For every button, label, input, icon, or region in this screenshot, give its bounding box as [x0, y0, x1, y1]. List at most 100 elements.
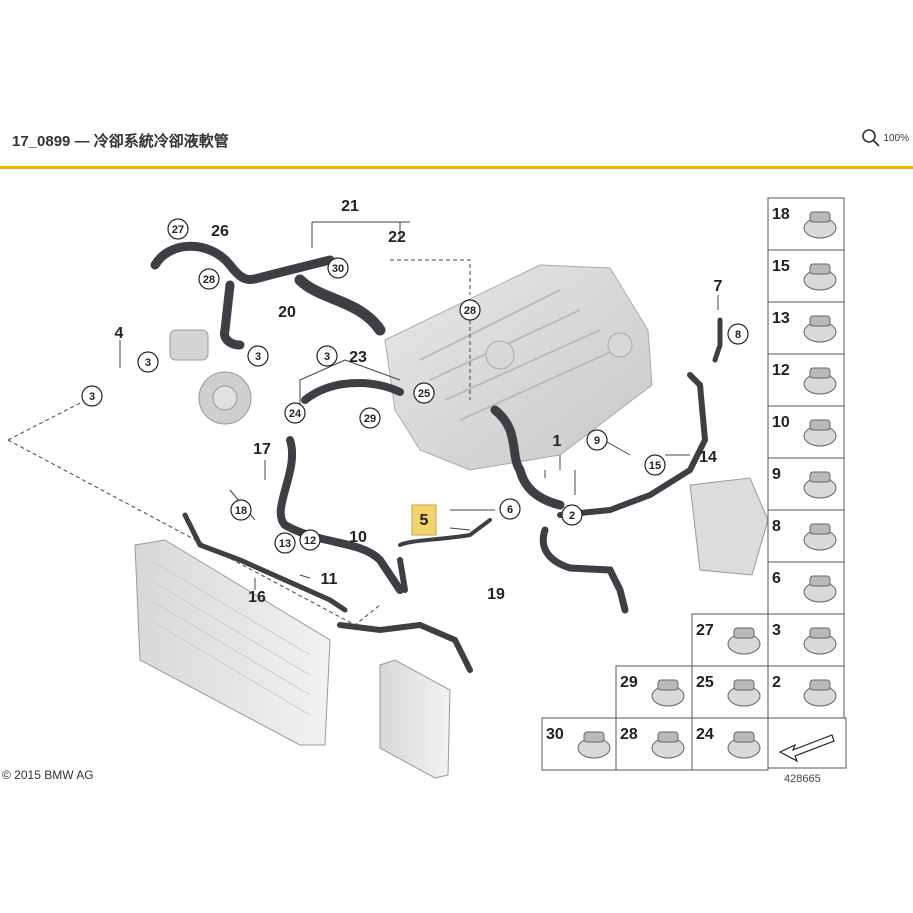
page-title: 17_0899 — 冷卻系統冷卻液軟管	[12, 133, 229, 150]
callout-label: 9	[594, 435, 600, 447]
part-28-icon	[651, 731, 685, 759]
callout-label: 15	[649, 460, 661, 472]
callout-28: 28	[198, 268, 220, 290]
water-pump	[169, 329, 252, 425]
copyright-text: © 2015 BMW AG	[2, 768, 94, 782]
part-29-icon	[651, 679, 685, 707]
callout-21: 21	[341, 198, 359, 215]
callout-26: 26	[211, 223, 229, 240]
figure-id: 428665	[784, 773, 821, 785]
part-18-icon	[803, 211, 837, 239]
grid-cell-label: 30	[546, 726, 564, 743]
grid-cell-label: 28	[620, 726, 638, 743]
grid-cell-label: 27	[696, 622, 714, 639]
grid-cell-label: 3	[772, 622, 781, 639]
part-2-icon	[803, 679, 837, 707]
callout-label: 16	[248, 589, 266, 606]
callout-label: 4	[115, 325, 124, 342]
callout-label: 18	[235, 505, 247, 517]
callout-label: 8	[735, 329, 741, 341]
grid-cell-label: 12	[772, 362, 790, 379]
callout-11: 11	[321, 571, 338, 588]
callout-label: 23	[349, 349, 367, 366]
callout-label: 1	[553, 433, 562, 450]
callout-24: 24	[284, 402, 306, 424]
grid-cell-part-2: 2	[767, 665, 845, 719]
callout-13: 13	[274, 532, 296, 554]
callout-27: 27	[167, 218, 189, 240]
callout-label: 29	[364, 413, 376, 425]
callout-label: 25	[418, 388, 430, 400]
grid-cell-label: 8	[772, 518, 781, 535]
part-27-icon	[727, 627, 761, 655]
callout-9: 9	[586, 429, 608, 451]
callout-label: 6	[507, 504, 513, 516]
grid-cell-label: 29	[620, 674, 638, 691]
grid-cell-label: 15	[772, 258, 790, 275]
part-6-icon	[803, 575, 837, 603]
grid-cell-part-13: 13	[767, 301, 845, 355]
accent-rule	[0, 166, 913, 169]
grid-cell-part-9: 9	[767, 457, 845, 511]
callout-label: 20	[278, 304, 296, 321]
grid-cell-part-15: 15	[767, 249, 845, 303]
callout-2: 2	[561, 504, 583, 526]
callout-label: 19	[487, 586, 505, 603]
callout-15: 15	[644, 454, 666, 476]
grid-cell-label: 13	[772, 310, 790, 327]
part-24-icon	[727, 731, 761, 759]
part-12-icon	[803, 367, 837, 395]
page-header: 17_0899 — 冷卻系統冷卻液軟管 100%	[0, 118, 913, 164]
zoom-control[interactable]: 100%	[861, 128, 909, 148]
callout-1: 1	[553, 433, 562, 450]
engine-block	[384, 264, 653, 471]
callout-6: 6	[499, 498, 521, 520]
callout-29: 29	[359, 407, 381, 429]
magnifier-icon[interactable]	[861, 128, 881, 148]
callout-7: 7	[714, 278, 723, 295]
callout-30: 30	[327, 257, 349, 279]
callout-label: 13	[279, 538, 291, 550]
callout-25: 25	[413, 382, 435, 404]
part-8-icon	[803, 523, 837, 551]
part-25-icon	[727, 679, 761, 707]
callout-label: 10	[349, 529, 367, 546]
part-15-icon	[803, 263, 837, 291]
callout-label: 3	[145, 357, 151, 369]
direction-arrow-icon	[778, 734, 835, 763]
grid-cell-label: 2	[772, 674, 781, 691]
grid-cell-part-28: 28	[615, 717, 693, 771]
callout-label: 3	[324, 351, 330, 363]
grid-cell-part-6: 6	[767, 561, 845, 615]
grid-cell-label: 6	[772, 570, 781, 587]
callout-label: 7	[714, 278, 723, 295]
callout-19: 19	[487, 586, 505, 603]
callout-5: 5	[411, 504, 437, 536]
grid-cell-label: 10	[772, 414, 790, 431]
coolant-hoses	[150, 241, 723, 673]
callout-label: 2	[569, 510, 575, 522]
callout-label: 24	[289, 408, 302, 420]
callout-label: 21	[341, 198, 359, 215]
callout-label: 17	[253, 441, 271, 458]
part-3-icon	[803, 627, 837, 655]
grid-cell-part-27: 27	[691, 613, 769, 667]
callout-3: 3	[247, 345, 269, 367]
grid-cell-part-12: 12	[767, 353, 845, 407]
callout-label: 3	[255, 351, 261, 363]
callout-label: 12	[304, 535, 316, 547]
grid-cell-label: 25	[696, 674, 714, 691]
callout-3: 3	[137, 351, 159, 373]
callout-label: 30	[332, 263, 344, 275]
radiator-auxiliary	[379, 659, 451, 779]
callout-10: 10	[349, 529, 367, 546]
callout-17: 17	[253, 441, 271, 458]
callout-label: 28	[203, 274, 215, 286]
callout-label: 22	[388, 229, 406, 246]
callout-22: 22	[388, 229, 406, 246]
callout-4: 4	[115, 325, 124, 342]
callout-label: 5	[420, 512, 429, 529]
callout-label: 26	[211, 223, 229, 240]
callout-14: 14	[699, 449, 717, 466]
